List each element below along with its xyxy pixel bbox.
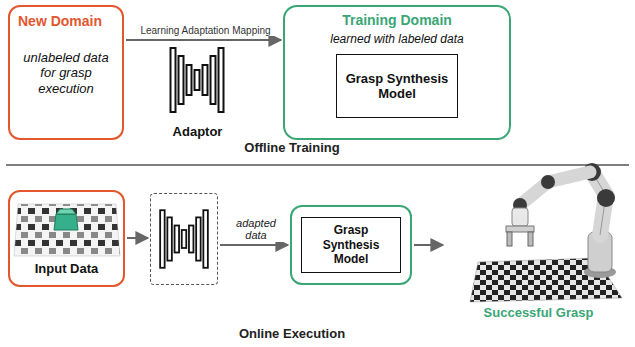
flow-arrow bbox=[414, 244, 443, 246]
diagram-box: New Domain unlabeled data for grasp execu… bbox=[8, 5, 124, 140]
flow-arrow bbox=[127, 237, 148, 239]
node-body: learned with labeled data bbox=[330, 32, 463, 46]
input-scene bbox=[14, 204, 120, 256]
adaptor-icon bbox=[160, 210, 208, 268]
section-label: Online Execution bbox=[239, 326, 345, 341]
adaptor-icon bbox=[171, 48, 224, 112]
robot-scene bbox=[470, 163, 622, 302]
node-body: unlabeled data for grasp execution bbox=[18, 50, 114, 97]
node-heading: Successful Grasp bbox=[484, 305, 594, 321]
diagram-box: Training Domain learned with labeled data… bbox=[283, 5, 511, 140]
node-heading: Grasp Synthesis Model bbox=[306, 223, 396, 266]
flow-arrow bbox=[220, 244, 288, 246]
node-heading: New Domain bbox=[18, 13, 114, 30]
model-box: Grasp Synthesis Model bbox=[336, 54, 458, 118]
node-heading: Grasp Synthesis Model bbox=[343, 71, 451, 102]
edge-label: Learning Adaptation Mapping bbox=[138, 25, 274, 37]
node-heading: Training Domain bbox=[342, 12, 452, 29]
diagram-box: Input Data bbox=[8, 190, 125, 287]
node-heading: Input Data bbox=[35, 261, 99, 277]
diagram-box: Successful Grasp bbox=[445, 165, 632, 325]
model-box: Grasp Synthesis Model bbox=[301, 217, 401, 273]
flow-arrow bbox=[126, 39, 281, 41]
node-heading: Adaptor bbox=[173, 124, 223, 140]
edge-label: adapted data bbox=[223, 217, 289, 242]
separator-line bbox=[6, 164, 629, 166]
section-label: Offline Training bbox=[244, 140, 339, 155]
diagram-box bbox=[150, 193, 218, 285]
diagram-box: Grasp Synthesis Model bbox=[290, 205, 412, 285]
diagram-box: Adaptor bbox=[160, 44, 235, 140]
